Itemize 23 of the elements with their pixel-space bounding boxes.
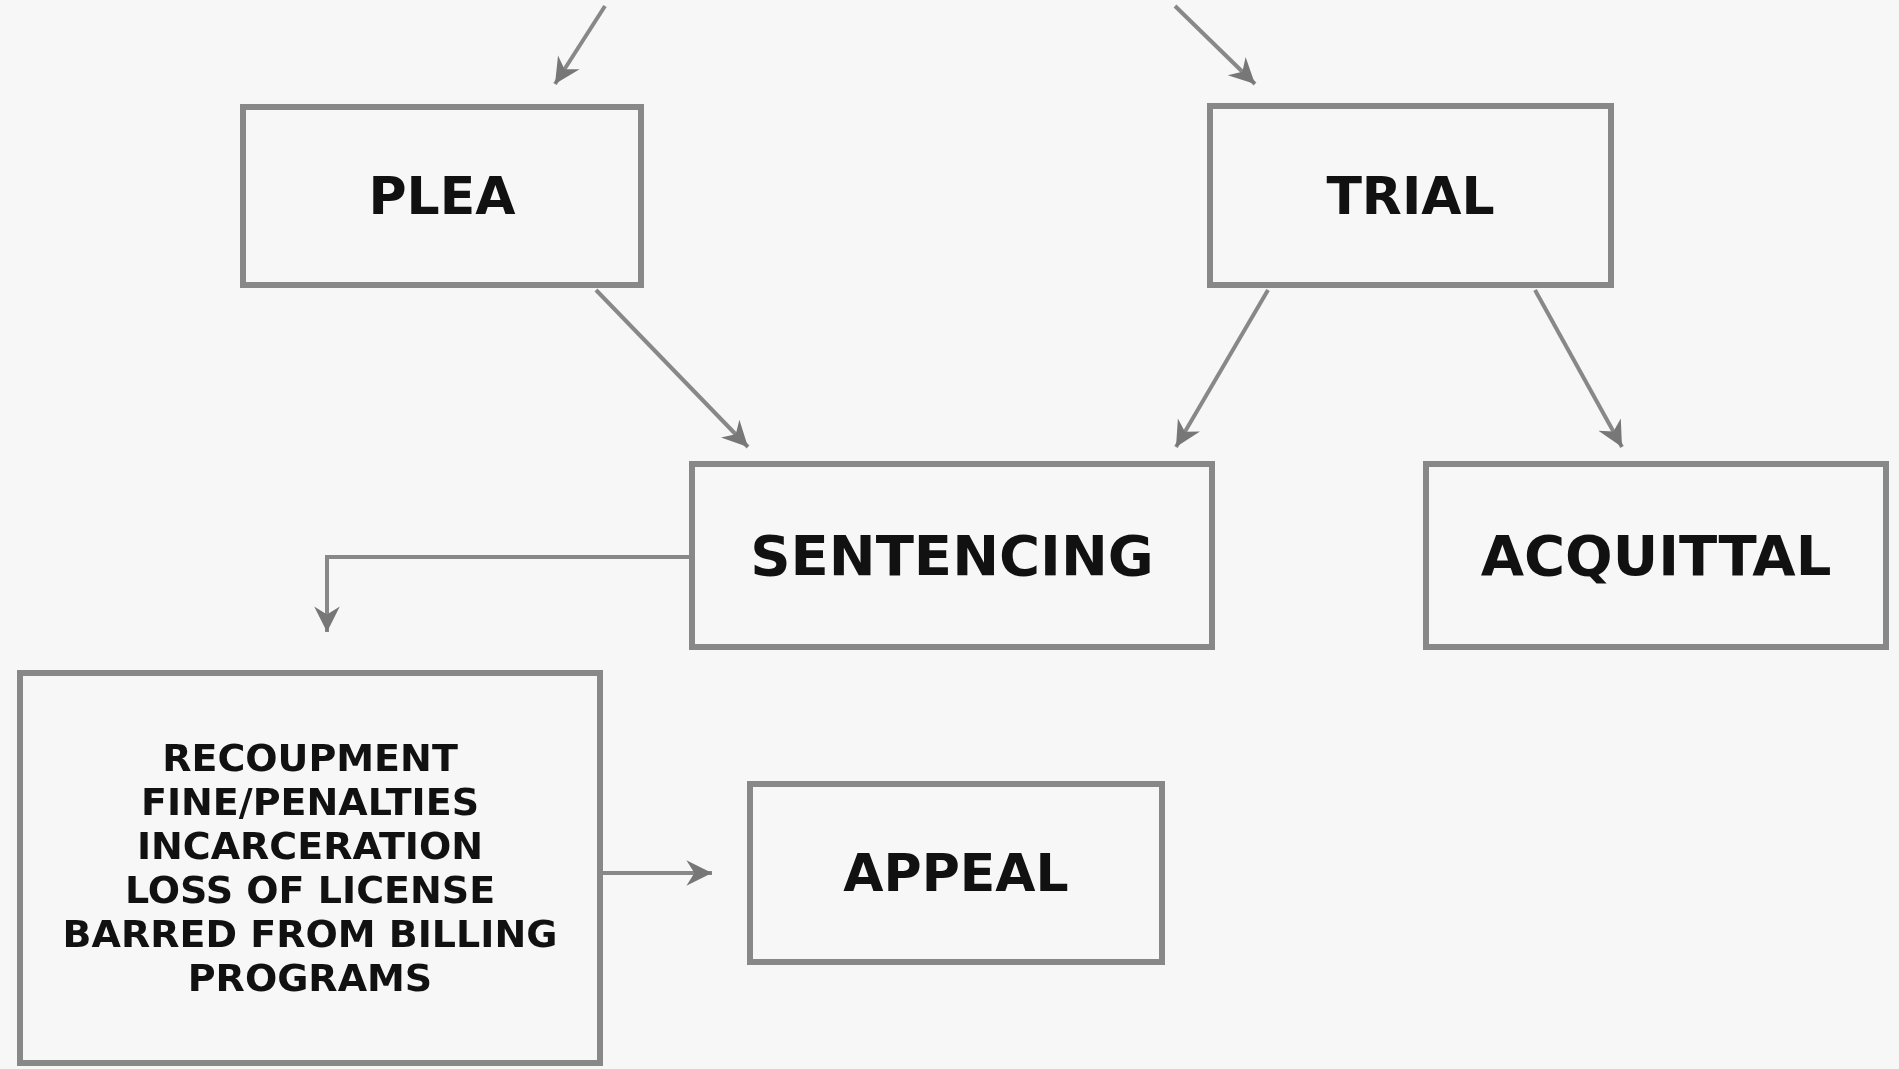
box-text: TRIAL: [1326, 165, 1495, 226]
arrow: [553, 4, 607, 86]
arrow: [1533, 289, 1624, 448]
arrow: [603, 860, 712, 886]
box-text: SENTENCING: [750, 523, 1154, 588]
box-text: INCARCERATION: [136, 824, 484, 868]
box-text: FINE/PENALTIES: [140, 780, 480, 824]
process-box: [1423, 461, 1889, 650]
box-text: LOSS OF LICENSE: [124, 868, 496, 912]
box-text: PLEA: [368, 166, 516, 226]
arrow: [1174, 289, 1270, 448]
arrow: [1173, 4, 1257, 86]
arrow: [594, 288, 750, 449]
box-text: BARRED FROM BILLING PROGRAMS: [61, 912, 559, 1000]
process-box: [240, 104, 644, 288]
arrow: [314, 555, 689, 632]
box-text: ACQUITTAL: [1480, 523, 1832, 588]
box-text: APPEAL: [843, 843, 1069, 903]
process-box: [1207, 103, 1614, 288]
process-box: [17, 670, 603, 1066]
process-box: [747, 781, 1165, 965]
process-box: [689, 461, 1215, 650]
box-text: RECOUPMENT: [162, 736, 458, 780]
